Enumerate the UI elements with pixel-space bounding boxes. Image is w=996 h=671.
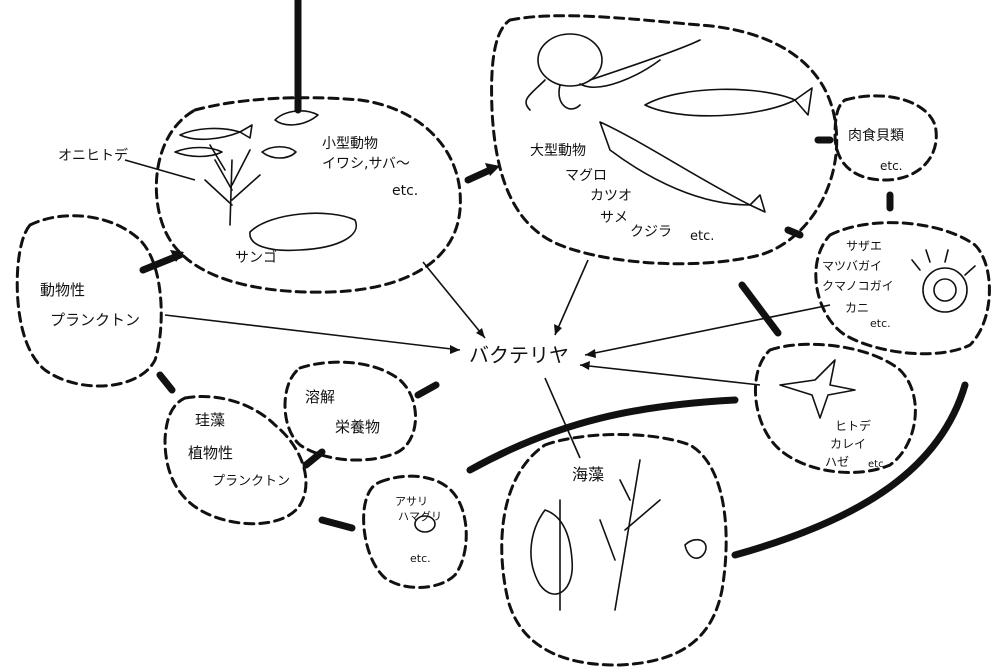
svg-text:サザエ: サザエ: [846, 239, 882, 253]
arrow-seaweed-to-snails: [735, 385, 965, 555]
svg-text:プランクトン: プランクトン: [50, 311, 140, 329]
svg-text:クジラ: クジラ: [630, 224, 672, 240]
bacteria-label: バクテリヤ: [469, 343, 569, 367]
arrow-snails-to-large: [788, 230, 800, 235]
svg-text:カツオ: カツオ: [590, 188, 632, 204]
arrow-zooplankton-to-bacteria: [165, 315, 460, 350]
svg-text:動物性: 動物性: [40, 281, 85, 299]
svg-text:etc.: etc.: [880, 159, 903, 173]
svg-text:カニ: カニ: [845, 301, 869, 315]
shell-sketch-icon: [912, 250, 975, 312]
svg-text:大型動物: 大型動物: [530, 143, 586, 159]
svg-text:ハゼ: ハゼ: [825, 455, 849, 469]
arrow-small-to-bacteria: [423, 262, 485, 338]
svg-text:etc.: etc.: [690, 229, 714, 244]
svg-text:マグロ: マグロ: [565, 168, 607, 184]
arrow-nutrients-to-phyto: [306, 452, 322, 465]
clams-region: [364, 476, 467, 587]
arrow-starfish-to-bacteria: [580, 365, 760, 385]
seaweed-label: 海藻: [572, 465, 604, 484]
svg-text:ハマグリ: ハマグリ: [398, 509, 442, 523]
svg-text:ヒトデ: ヒトデ: [835, 418, 871, 433]
arrow-bacteria-to-nutrients: [418, 385, 436, 395]
starfish-sketch-icon: [780, 360, 855, 418]
onihitode-label: オニヒトデ: [58, 147, 128, 164]
svg-text:サメ: サメ: [600, 210, 628, 226]
dissolved-nutrients-label: 溶解 栄養物: [305, 388, 380, 436]
svg-text:etc.: etc.: [392, 183, 418, 199]
svg-text:カレイ: カレイ: [830, 437, 866, 451]
arrow-snails-to-bacteria: [585, 305, 830, 355]
seaweed-region: [502, 434, 726, 665]
arrow-zooplankton-to-phyto: [160, 375, 172, 390]
svg-text:イワシ,サバ～: イワシ,サバ～: [322, 156, 410, 172]
carnivorous-shellfish-label: 肉食貝類 etc.: [848, 127, 904, 173]
svg-text:溶解: 溶解: [305, 388, 335, 406]
zooplankton-label: 動物性 プランクトン: [40, 281, 140, 329]
starfish-flatfish-region: [755, 344, 915, 472]
octopus-sketch-icon: [526, 34, 700, 110]
svg-text:クマノコガイ: クマノコガイ: [822, 279, 894, 293]
tuna-sketch-icon: [645, 88, 812, 116]
svg-text:アサリ: アサリ: [395, 495, 428, 508]
svg-text:栄養物: 栄養物: [335, 418, 380, 436]
svg-text:etc.: etc.: [870, 317, 891, 330]
svg-text:肉食貝類: 肉食貝類: [848, 127, 904, 144]
arrow-starfish-to-large: [742, 285, 778, 333]
snails-crabs-label: サザエ マツバガイ クマノコガイ カニ etc.: [822, 239, 894, 330]
fish-sketch-icon: [175, 111, 318, 158]
svg-text:珪藻: 珪藻: [195, 411, 225, 429]
svg-text:植物性: 植物性: [188, 444, 233, 462]
arrow-large-to-bacteria: [555, 260, 588, 335]
svg-text:etc.: etc.: [410, 552, 431, 565]
arrow-small-to-large: [468, 170, 490, 180]
dissolved-nutrients-region: [285, 362, 416, 460]
zooplankton-region: [17, 216, 161, 386]
svg-text:小型動物: 小型動物: [322, 136, 378, 152]
arrow-seaweed-to-bacteria: [545, 378, 580, 458]
seaweed-sketch-icon: [531, 460, 706, 610]
svg-text:etc.: etc.: [868, 459, 887, 470]
coral-label: サンゴ: [235, 249, 277, 266]
svg-text:マツバガイ: マツバガイ: [822, 259, 882, 273]
arrow-phyto-to-clams: [322, 520, 352, 528]
svg-text:プランクトン: プランクトン: [212, 474, 290, 489]
starfish-flatfish-label: ヒトデ カレイ ハゼ etc.: [825, 418, 887, 470]
